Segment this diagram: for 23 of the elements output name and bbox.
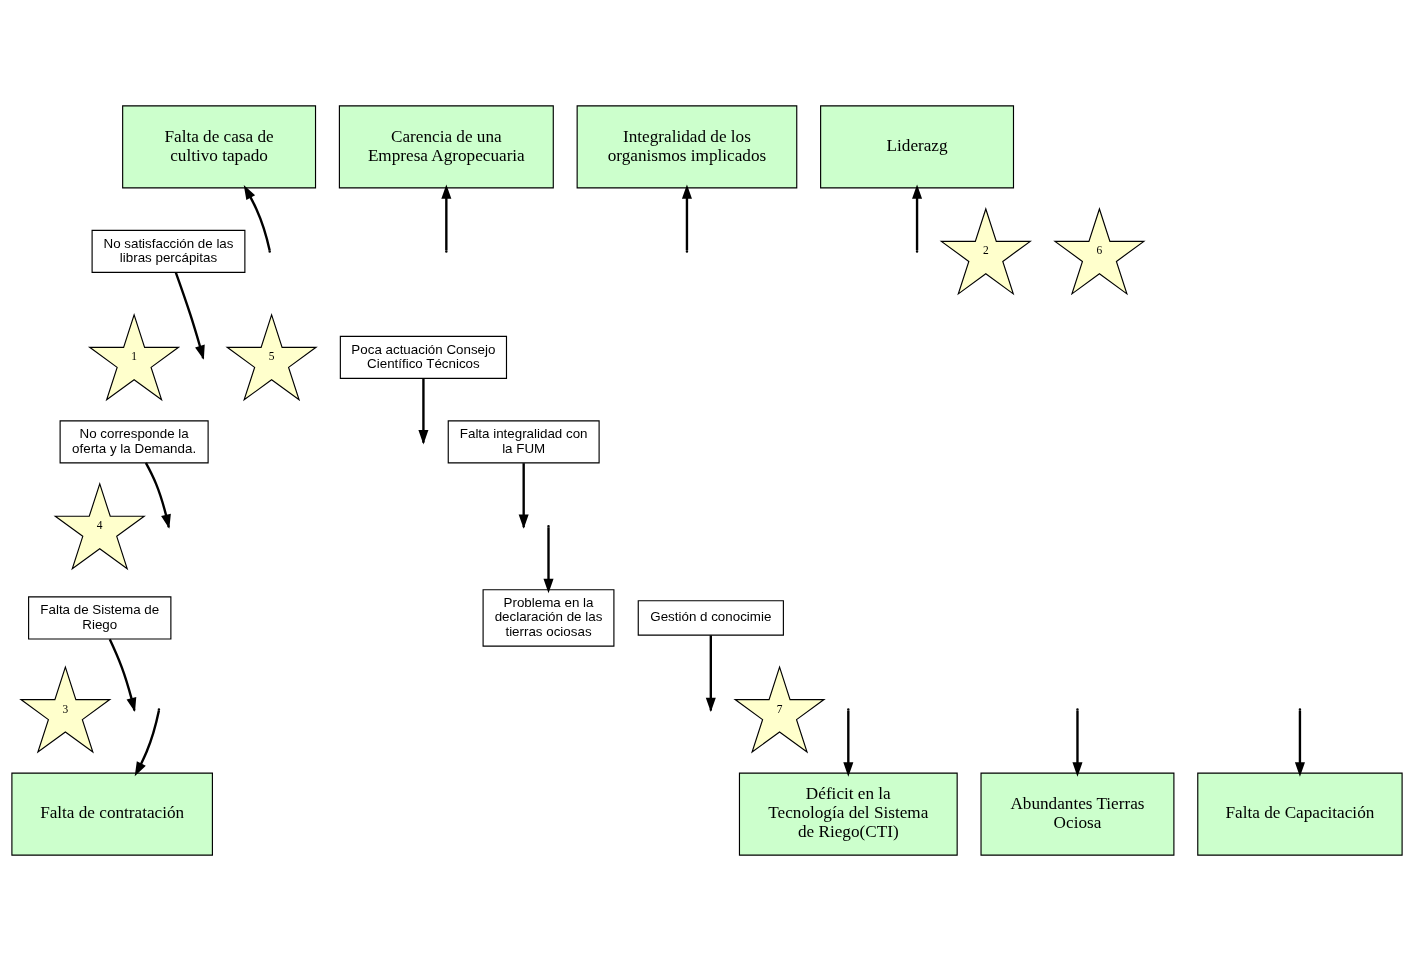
node-box: No satisfacción de las libras percápitas	[91, 229, 246, 273]
node-box: Falta de Capacitación	[1197, 772, 1403, 856]
arrow	[543, 527, 554, 594]
node-box: Integralidad de los organismos implicados	[576, 105, 798, 189]
node-box: Déficit en la Tecnología del Sistema de Riego(CTI)	[738, 772, 958, 856]
arrow	[1294, 710, 1305, 777]
node-box: Gestión d conocimie	[637, 600, 784, 636]
arrow	[1072, 710, 1083, 777]
node-box: Poca actuación Consejo Científico Técnicos	[339, 335, 508, 379]
node-box: Falta de casa de cultivo tapado	[122, 105, 317, 189]
node-box: Abundantes Tierras Ociosa	[980, 772, 1175, 856]
node-box: Falta de Sistema de Riego	[28, 596, 172, 640]
node-box: Carencia de una Empresa Agropecuaria	[338, 105, 554, 189]
node-box: Liderazg	[820, 105, 1015, 189]
arrow	[843, 710, 854, 777]
node-box: Problema en la declaración de las tierras ociosas	[482, 589, 615, 647]
node-box: No corresponde la oferta y la Demanda.	[59, 420, 209, 464]
node-box: Falta integralidad con la FUM	[447, 420, 600, 464]
arrow	[243, 185, 271, 251]
arrow	[681, 184, 692, 251]
arrow	[912, 184, 923, 251]
node-box: Falta de contratación	[11, 772, 213, 856]
arrow	[441, 184, 452, 251]
